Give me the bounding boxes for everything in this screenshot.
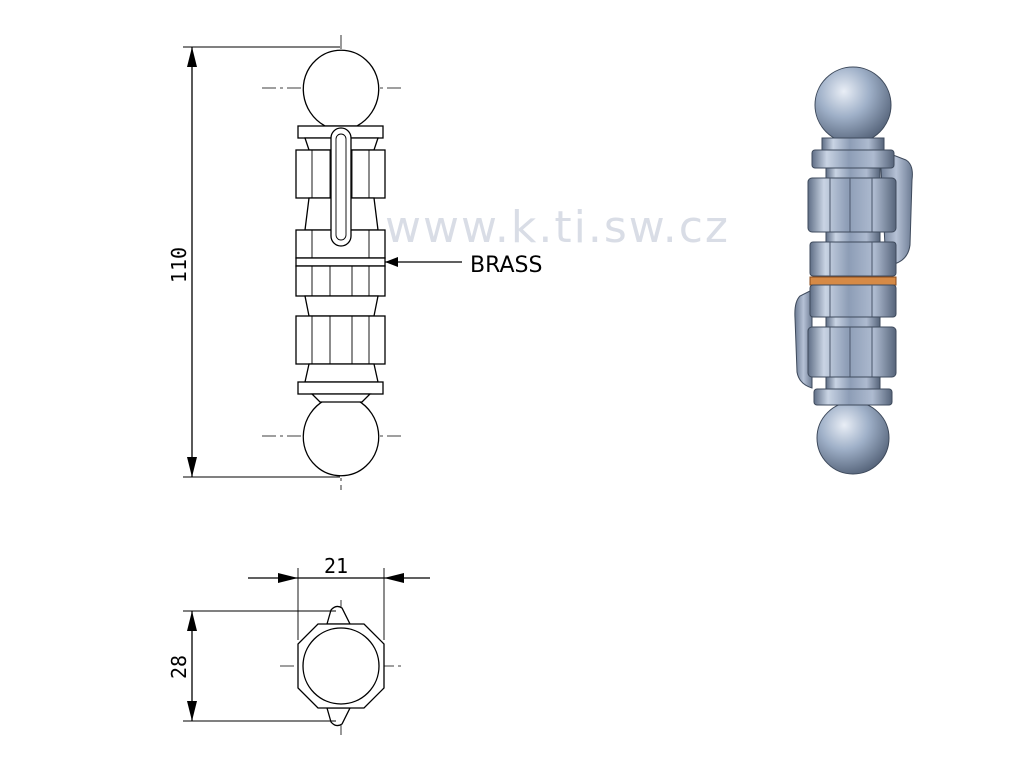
width-value: 21: [324, 554, 348, 578]
front-view: BRASS 110: [167, 35, 542, 490]
top-view: 21 28: [167, 554, 430, 735]
width-dimension: 21: [248, 554, 430, 640]
brass-ring: [295, 257, 386, 267]
top-ball: [302, 49, 380, 127]
upper-knuckle: [295, 125, 386, 259]
hinge-3d-render: [794, 66, 913, 475]
watermark-text: www.k.ti.sw.cz: [385, 202, 730, 253]
depth-value: 28: [167, 655, 191, 679]
height-value: 110: [167, 247, 191, 283]
bottom-ball: [302, 399, 380, 477]
height-dimension: 110: [167, 46, 340, 478]
depth-dimension: 28: [167, 610, 336, 722]
brass-callout: BRASS: [470, 253, 542, 278]
lower-knuckle: [295, 265, 386, 403]
